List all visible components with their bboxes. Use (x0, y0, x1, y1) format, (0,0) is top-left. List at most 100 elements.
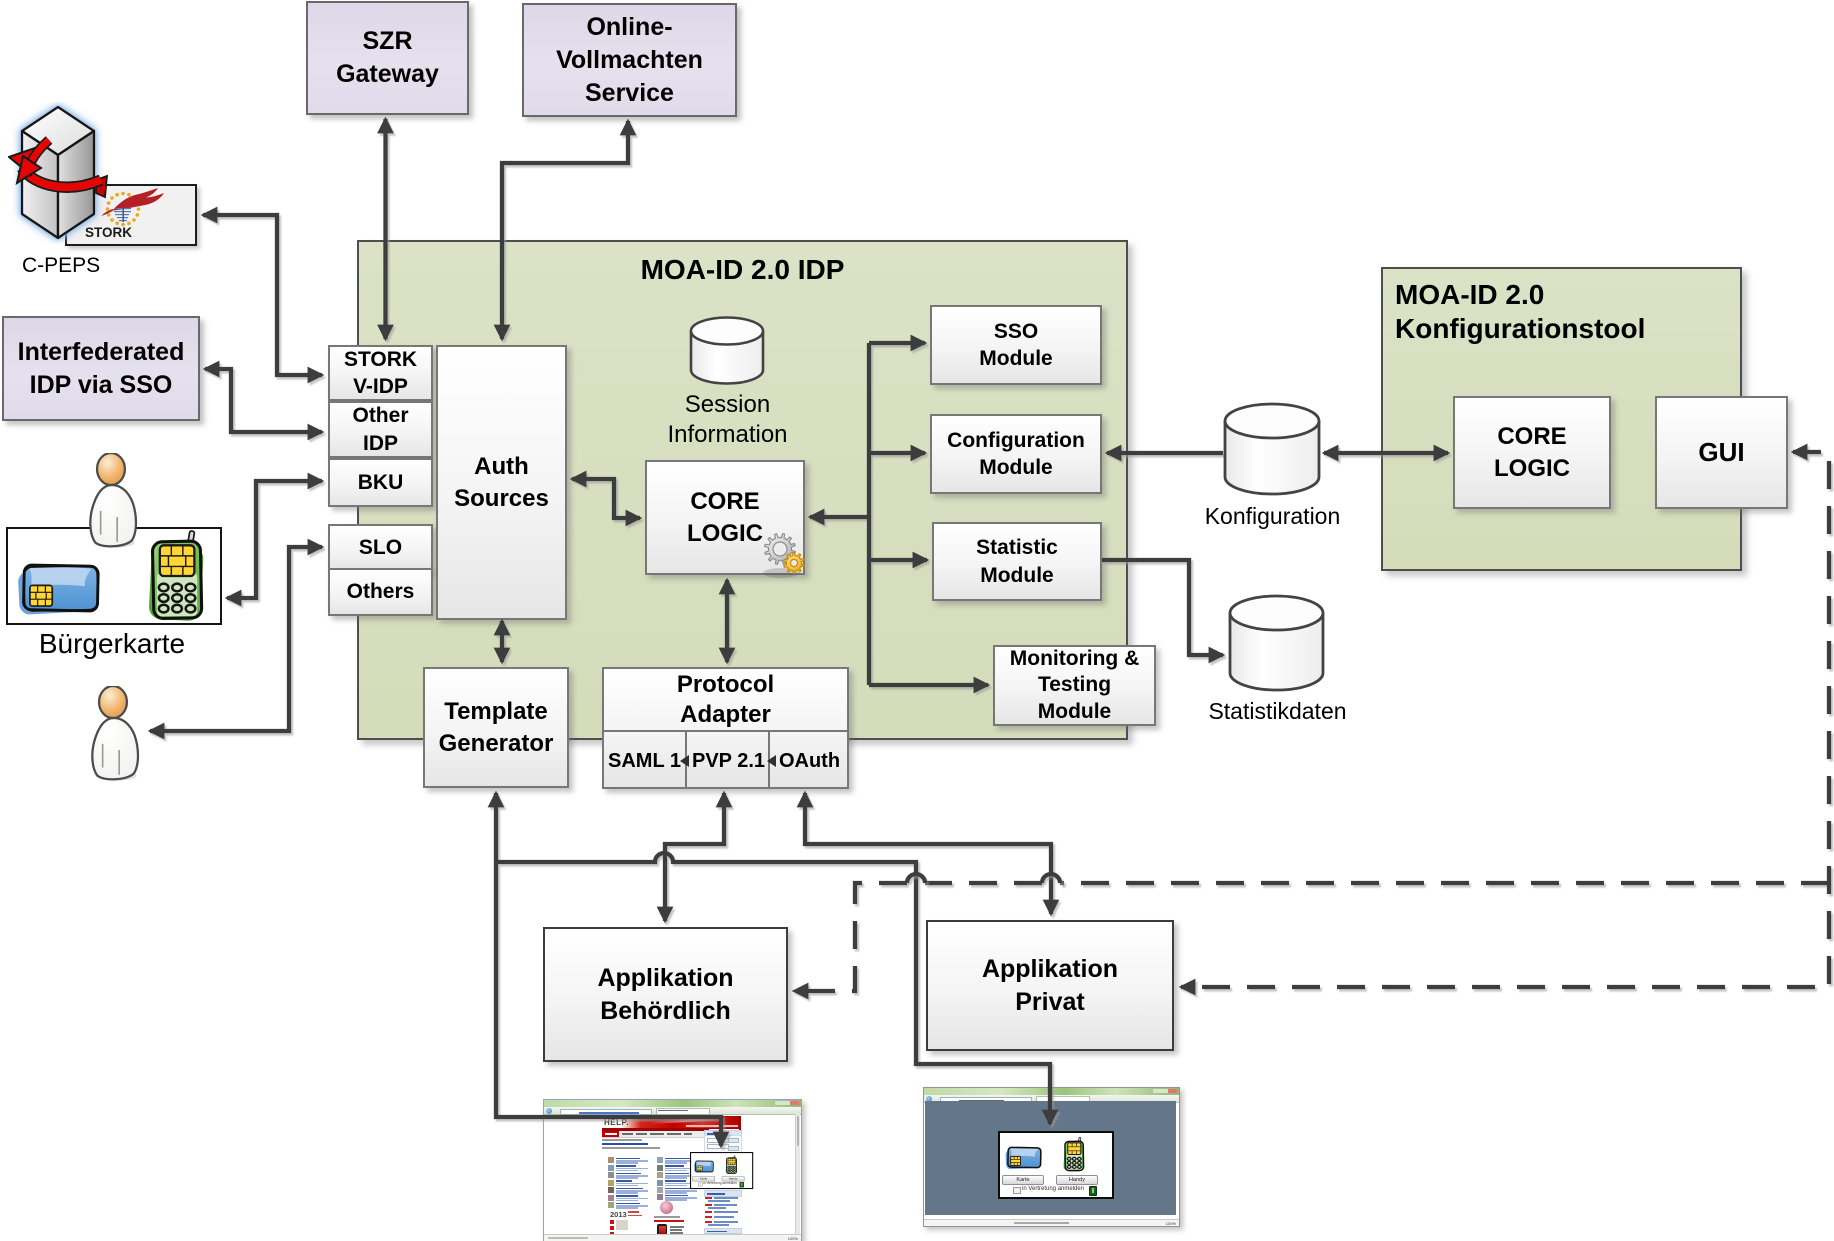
decorative-bar (714, 1197, 738, 1199)
protocol-oauth-label: OAuth (778, 749, 841, 772)
auth-box-slo: SLO (328, 524, 433, 572)
browser-titlebar (924, 1088, 1179, 1095)
decorative-bar (708, 1200, 730, 1202)
auth-box-stork-vidp: STORK V-IDP (328, 345, 433, 401)
decorative-bar (705, 1221, 712, 1223)
handy-button[interactable]: Handy (721, 1175, 745, 1182)
protocol-saml1-label: SAML 1 (608, 749, 681, 772)
decorative-bar (705, 1216, 712, 1218)
decorative-bar (616, 1202, 640, 1205)
decorative-bar (657, 1179, 703, 1187)
decorative-bar (616, 1180, 632, 1182)
online-vollmachten-box: Online- Vollmachten Service (522, 3, 737, 117)
zoom-level: 100% (787, 1236, 798, 1241)
decorative-bar (708, 1207, 726, 1209)
decorative-bar (714, 1204, 737, 1206)
browser-back-icon (546, 1107, 552, 1114)
vertretung-label: in Vertretung anmelden (703, 1181, 737, 1186)
decorative-bar (665, 1190, 697, 1192)
decorative-bar (616, 1165, 636, 1167)
connector-interfed-otheridp (202, 360, 325, 441)
decorative-bar (705, 1204, 712, 1206)
decorative-bar (616, 1195, 638, 1197)
phone-icon (725, 1155, 738, 1175)
protocol-pvp21-label: PVP 2.1 (691, 749, 766, 772)
welcome-title-bar (602, 1143, 648, 1146)
auth-box-others: Others (328, 568, 433, 616)
decorative-bar (665, 1167, 697, 1170)
browser-addressbar (544, 1107, 801, 1115)
decorative-bar (628, 1211, 639, 1213)
decorative-bar (628, 1214, 642, 1217)
decorative-bar (796, 1116, 799, 1146)
decorative-bar (616, 1172, 641, 1175)
decorative-bar (657, 1172, 703, 1179)
decorative-bar (610, 1226, 614, 1230)
decorative-bar (665, 1192, 687, 1194)
decorative-bar (616, 1192, 638, 1194)
decorative-bar (608, 1179, 614, 1186)
stork-logo: STORK (85, 188, 164, 240)
decorative-bar (616, 1169, 638, 1172)
decorative-bar (616, 1182, 648, 1185)
decorative-bar (665, 1160, 697, 1162)
decorative-bar (684, 1133, 692, 1135)
sso-module-box: SSO Module (930, 305, 1102, 385)
scrollbar[interactable] (795, 1114, 800, 1234)
banner-swoosh (646, 1114, 728, 1125)
template-generator-box: Template Generator (423, 667, 569, 788)
decorative-bar (665, 1180, 686, 1182)
handy-button[interactable]: Handy (1056, 1175, 1098, 1185)
gui-box: GUI (1655, 396, 1788, 509)
decorative-bar (658, 1109, 688, 1112)
szr-gateway-box: SZR Gateway (306, 1, 469, 115)
decorative-bar (657, 1164, 663, 1171)
decorative-bar (622, 1133, 633, 1135)
aktuelles-panel-header (704, 1190, 742, 1197)
session-information-label: Session Information (667, 391, 788, 448)
zoom-level: 100% (1165, 1221, 1176, 1226)
decorative-bar (608, 1164, 614, 1171)
decorative-bar (667, 1133, 681, 1135)
konfigtool-title: MOA-ID 2.0 Konfigurationstool (1395, 279, 1646, 345)
url-field[interactable] (560, 1108, 652, 1115)
decorative-bar (608, 1202, 614, 1208)
protocol-adapter-title: Protocol Adapter (676, 670, 775, 728)
decorative-bar (670, 1232, 683, 1234)
decorative-bar (657, 1157, 663, 1163)
decorative-bar (657, 1187, 663, 1193)
red-sync-arrow-icon (8, 136, 108, 199)
decorative-bar (608, 1157, 654, 1164)
applikation-behoerdlich-box: Applikation Behördlich (543, 927, 788, 1062)
monitoring-module-box: Monitoring & Testing Module (993, 645, 1156, 726)
decorative-bar (616, 1220, 628, 1230)
konfiguration-label: Konfiguration (1204, 503, 1341, 529)
decorative-bar (728, 1138, 739, 1144)
decorative-bar (665, 1199, 687, 1201)
decorative-bar (616, 1157, 640, 1160)
info-icon (1089, 1185, 1097, 1196)
decorative-bar (665, 1187, 690, 1190)
vertretung-checkbox[interactable] (698, 1182, 703, 1187)
card-icon (18, 563, 100, 615)
decorative-bar (665, 1175, 697, 1177)
vertretung-checkbox[interactable] (1013, 1186, 1021, 1194)
privat-statusbar: 100% (924, 1219, 1179, 1226)
decorative-bar (728, 1146, 739, 1152)
newsletter-panel-header (704, 1228, 742, 1234)
auth-sources-box: Auth Sources (436, 345, 567, 620)
karte-button[interactable]: Karte (692, 1175, 716, 1182)
decorative-bar (707, 1144, 729, 1149)
decorative-bar (608, 1179, 654, 1187)
breadcrumb-bar (602, 1139, 642, 1141)
decorative-bar (657, 1194, 703, 1201)
browser-titlebar (544, 1100, 801, 1107)
decorative-bar (714, 1221, 738, 1223)
karte-button[interactable]: Karte (1002, 1175, 1044, 1185)
statistikdaten-label: Statistikdaten (1208, 698, 1347, 724)
help-banner: HELP. (602, 1114, 741, 1128)
decorative-bar (608, 1164, 654, 1172)
core-logic-tool-box: CORE LOGIC (1453, 396, 1611, 509)
help-login-dialog: Karte Handy in Vertretung anmelden (690, 1152, 754, 1190)
